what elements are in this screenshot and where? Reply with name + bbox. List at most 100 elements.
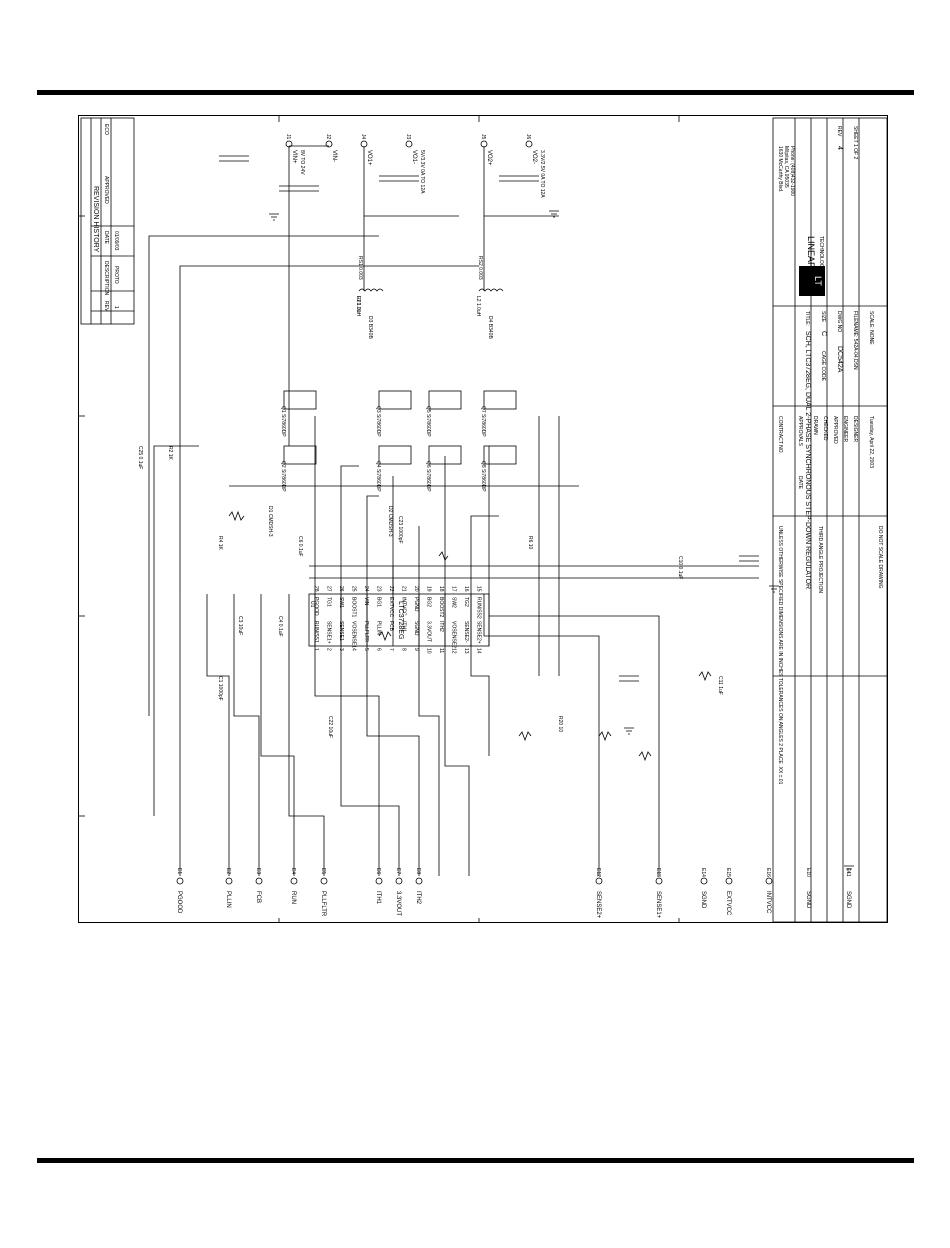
power-node-note: 5V/3.3V 0A TO 12A bbox=[419, 150, 425, 194]
connector-label: SGND bbox=[845, 891, 851, 909]
component-label: Q7 Si7860DP bbox=[480, 406, 486, 437]
role-drawn: DRAWN bbox=[812, 416, 818, 435]
component-label: C23 1000pF bbox=[397, 516, 403, 544]
power-node-label: VIN+ bbox=[291, 150, 297, 164]
connector-ref: E4 bbox=[290, 868, 296, 874]
component-label: R20 10 bbox=[557, 716, 563, 732]
ic-pin-label: SENSE1+ bbox=[326, 621, 332, 644]
connector-label: SGND bbox=[805, 891, 811, 909]
ic-pin-label: EXTVCC bbox=[388, 597, 394, 618]
component-label: C3 10uF bbox=[237, 616, 243, 635]
rev-value: 4 bbox=[836, 146, 843, 150]
ic-pin-label: SENSE2+ bbox=[476, 621, 482, 644]
power-node-label: VO1+ bbox=[366, 150, 372, 166]
connector-ref: E11 bbox=[845, 868, 851, 877]
connector-ref: E1 bbox=[176, 868, 182, 874]
connector-label: EXTVCC bbox=[725, 891, 731, 916]
rev-col-date: DATE bbox=[103, 231, 109, 245]
component-label: RS2 0.003 bbox=[477, 256, 483, 280]
ic-pin-label: BOOST1 bbox=[351, 597, 357, 618]
role-engineer: ENGINEER bbox=[842, 416, 848, 443]
ic-pin-label: BG2 bbox=[426, 597, 432, 607]
filename: FILENAME: 542A-04.DSN bbox=[852, 311, 858, 370]
ic-pin-number: 26 bbox=[338, 586, 344, 592]
component-label: R6 10 bbox=[527, 536, 533, 550]
component-label: R21 10 bbox=[355, 296, 361, 312]
contract-no: CONTRACT NO. bbox=[777, 416, 783, 454]
power-node-label: VO2- bbox=[531, 150, 537, 164]
ic-pin-number: 6 bbox=[376, 648, 382, 651]
connector-label: SGND bbox=[700, 891, 706, 909]
ic-pin-number: 19 bbox=[426, 586, 432, 592]
size-value: C bbox=[820, 331, 827, 336]
ic-pin-number: 1 bbox=[313, 648, 319, 651]
ic-pin-number: 8 bbox=[401, 648, 407, 651]
power-node-note: 8V TO 24V bbox=[299, 150, 305, 175]
ic-pin-number: 24 bbox=[363, 586, 369, 592]
connector-label: PLLFLTR bbox=[320, 891, 326, 917]
svg-text:LT: LT bbox=[813, 276, 823, 286]
ic-pin-number: 11 bbox=[438, 648, 444, 653]
connector-label: PGOOD bbox=[176, 891, 182, 914]
power-node-label: VIN- bbox=[331, 150, 337, 162]
schematic-sheet: LT REVISION HISTORY ECO REV DESCRIPTION … bbox=[78, 115, 888, 923]
ic-pin-label: INTVCC bbox=[401, 597, 407, 616]
ic-pin-number: 3 bbox=[338, 648, 344, 651]
component-label: L1 1.0uH bbox=[355, 296, 361, 317]
ic-pin-number: 10 bbox=[426, 648, 432, 654]
connector-label: SENSE1+ bbox=[655, 891, 661, 919]
ic-pin-number: 28 bbox=[313, 586, 319, 592]
ic-pin-number: 13 bbox=[463, 648, 469, 654]
ic-name: LTC3728EG bbox=[397, 601, 404, 639]
tolerance-note: UNLESS OTHERWISE SPECIFIED DIMENSIONS AR… bbox=[777, 526, 783, 785]
ic-pin-label: ITH2 bbox=[438, 621, 444, 632]
connector-ref: E16 bbox=[765, 868, 771, 877]
power-node-ref: J3 bbox=[405, 134, 411, 140]
ic-pin-label: PLLIN bbox=[376, 621, 382, 635]
ic-pin-label: PLLFLTR bbox=[363, 621, 369, 642]
component-label: L2 1.0uH bbox=[475, 296, 481, 317]
ic-pin-label: RUN/SS1 bbox=[313, 621, 319, 643]
connector-ref: E8 bbox=[415, 868, 421, 874]
ic-pin-label: PGND bbox=[413, 597, 419, 612]
component-label: C1 1000pF bbox=[217, 676, 223, 701]
component-label: C4 0.1uF bbox=[277, 616, 283, 637]
ic-pin-number: 5 bbox=[363, 648, 369, 651]
rev-row-desc: PROTO bbox=[113, 266, 119, 284]
ic-pin-label: FCB bbox=[388, 621, 394, 632]
ic-pin-label: PGOOD bbox=[313, 597, 319, 616]
connector-label: ITH2 bbox=[415, 891, 421, 905]
rev-col-approved: APPROVED bbox=[103, 176, 109, 204]
company-address-1: 1630 McCarthy Blvd. bbox=[777, 146, 783, 192]
ic-pin-number: 23 bbox=[376, 586, 382, 592]
title-text: SCH, LTC3728EG, DUAL 2-PHASE SYNCHRONOUS… bbox=[804, 331, 811, 589]
rev-row-date: 01/09/03 bbox=[113, 231, 119, 251]
ic-pin-number: 4 bbox=[351, 648, 357, 651]
power-node-ref: J5 bbox=[480, 134, 486, 140]
connector-ref: E13 bbox=[655, 868, 661, 877]
connector-ref: E6 bbox=[375, 868, 381, 874]
ic-pin-label: SW2 bbox=[451, 597, 457, 608]
component-label: D4 B340B bbox=[487, 316, 493, 339]
approvals: APPROVALS bbox=[797, 416, 803, 447]
ic-pin-label: 3.3VOUT bbox=[426, 621, 432, 642]
ic-pin-number: 25 bbox=[351, 586, 357, 592]
connector-ref: E2 bbox=[225, 868, 231, 874]
ic-pin-number: 22 bbox=[388, 586, 394, 592]
ic-pin-label: TG1 bbox=[326, 597, 332, 607]
component-label: C11 1uF bbox=[717, 676, 723, 695]
component-label: R2 1K bbox=[167, 446, 173, 461]
connector-label: FCB bbox=[255, 891, 261, 903]
power-node-label: VO2+ bbox=[486, 150, 492, 166]
ic-pin-number: 27 bbox=[326, 586, 332, 592]
component-label: Q6 Si7860DP bbox=[425, 461, 431, 492]
approvals-date: DATE bbox=[797, 476, 803, 490]
bottom-rule bbox=[37, 1158, 914, 1163]
rev-col-desc: DESCRIPTION bbox=[103, 261, 109, 296]
power-node-label: VO1- bbox=[411, 150, 417, 164]
ic-pin-label: ITH1 bbox=[401, 621, 407, 632]
company-tagline: TECHNOLOGY bbox=[818, 236, 824, 272]
component-label: C10 0.1uF bbox=[677, 556, 683, 579]
company-name: LINEAR bbox=[806, 236, 816, 269]
ic-pin-label: VOSENSE2 bbox=[451, 621, 457, 648]
